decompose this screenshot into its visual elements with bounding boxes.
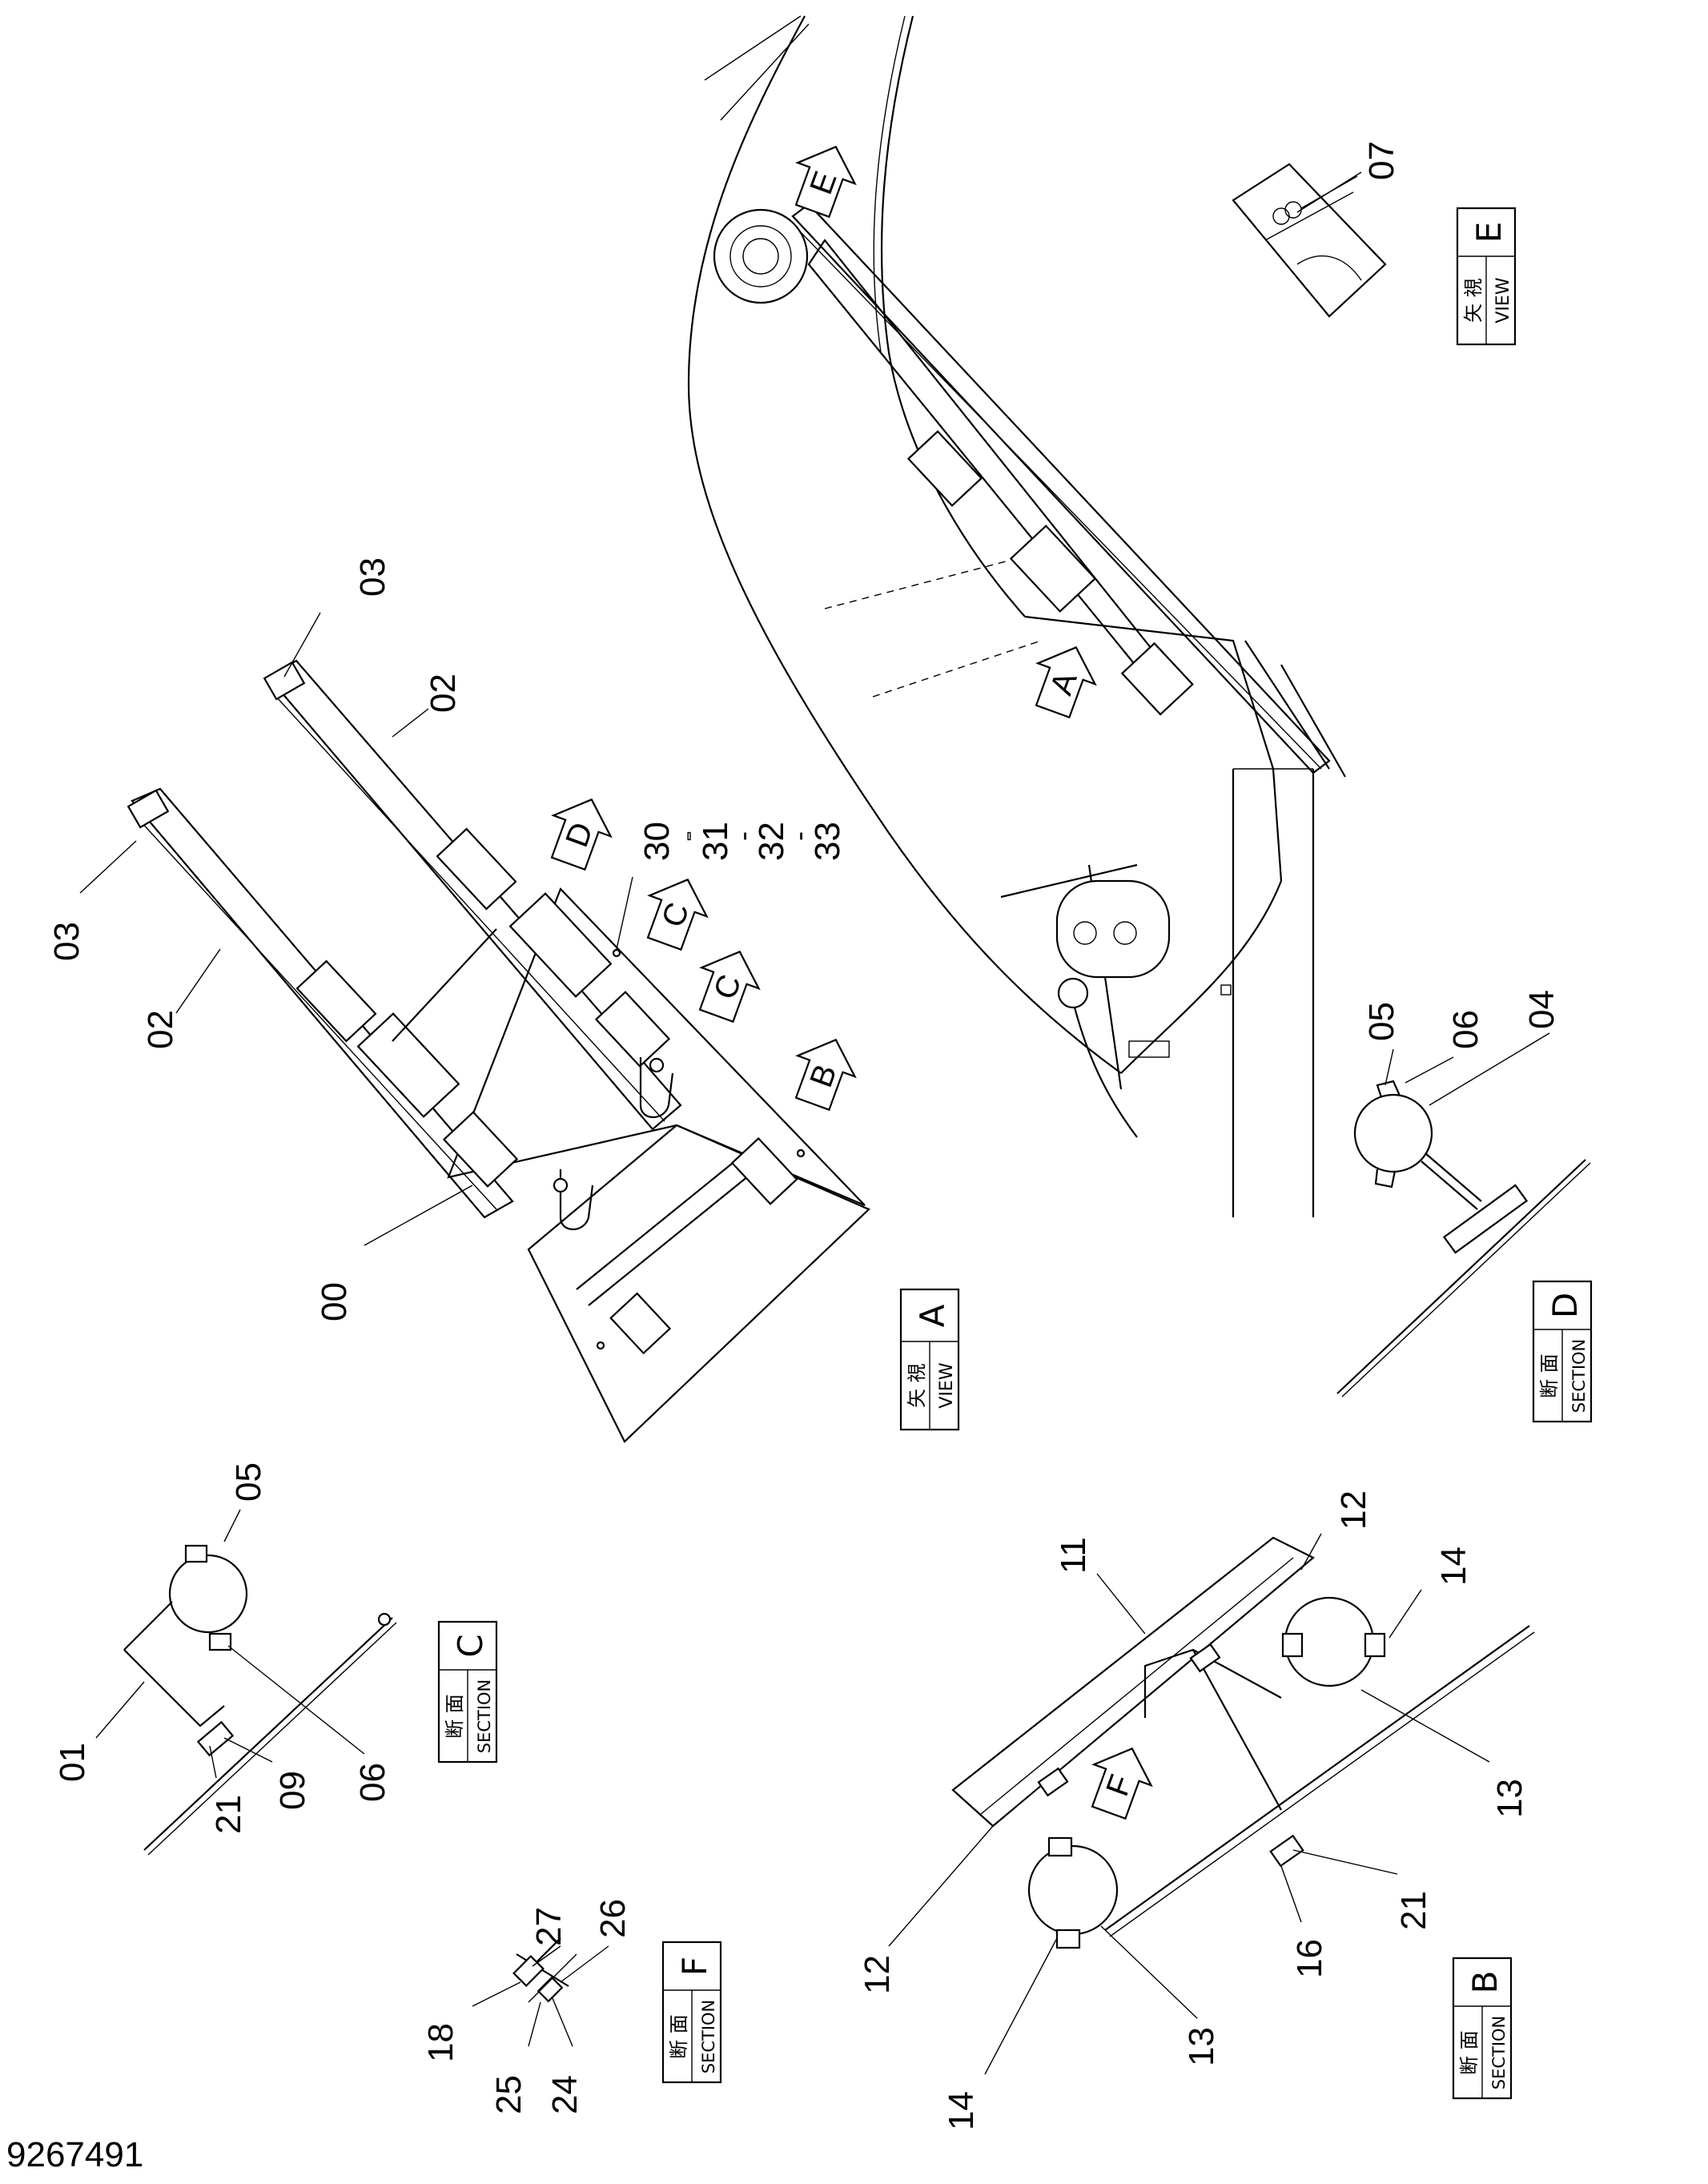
main-assembly (127, 659, 870, 1443)
svg-text:SECTION: SECTION (1569, 1339, 1589, 1414)
callout-32: 32 (752, 822, 791, 861)
view-arrow-f: F (1091, 1747, 1153, 1820)
view-arrow-d: D (550, 798, 613, 871)
callout-00: 00 (315, 1282, 354, 1321)
document-number: 9267491 (6, 2135, 144, 2174)
callout-b-13-left: 13 (1182, 2027, 1221, 2066)
callout-f-24: 24 (545, 2075, 585, 2114)
leader-lines (79, 175, 1550, 2075)
callout-b-16: 16 (1290, 1939, 1329, 1978)
svg-text:-: - (726, 831, 759, 841)
callout-b-12-left: 12 (858, 1955, 897, 1994)
svg-text:A: A (913, 1304, 952, 1327)
svg-text:矢 視: 矢 視 (906, 1363, 928, 1408)
svg-text:SECTION: SECTION (699, 2000, 718, 2074)
view-box-e: 矢 視 VIEW E (1456, 207, 1517, 346)
svg-text:VIEW: VIEW (937, 1362, 957, 1408)
svg-text:F: F (675, 1957, 714, 1976)
callout-f-26: 26 (593, 1899, 633, 1938)
callout-b-13-right: 13 (1490, 1779, 1529, 1818)
callout-f-27: 27 (529, 1907, 569, 1946)
callout-b-12-top: 12 (1334, 1490, 1373, 1530)
callout-d-04: 04 (1522, 990, 1561, 1029)
callout-labels: 00 02 02 03 03 30 31 32 33 - - - 07 05 0… (47, 141, 1561, 2130)
view-e-detail (1232, 163, 1387, 318)
callout-33: 33 (808, 822, 847, 861)
svg-text:-: - (782, 831, 815, 841)
section-box-b: 断 面 SECTION B (1452, 1957, 1513, 2100)
view-arrow-a: A (1035, 646, 1097, 719)
callout-f-25: 25 (489, 2075, 528, 2114)
svg-text:断 面: 断 面 (668, 2014, 690, 2059)
section-box-f: 断 面 SECTION F (661, 1941, 722, 2084)
callout-c-01: 01 (53, 1743, 92, 1782)
section-c-detail (123, 1544, 397, 1856)
callout-b-21: 21 (1394, 1891, 1433, 1930)
view-arrow-e: E (794, 145, 857, 219)
callout-b-11: 11 (1054, 1537, 1093, 1574)
callout-03-right: 03 (353, 557, 392, 597)
boom-outline (687, 15, 1315, 1217)
section-b-detail (951, 1536, 1535, 1949)
callout-b-14-left: 14 (942, 2091, 981, 2130)
callout-02-left: 02 (141, 1010, 180, 1049)
svg-text:E: E (1469, 222, 1509, 243)
section-box-d: 断 面 SECTION D (1532, 1280, 1593, 1423)
svg-text:-: - (670, 831, 703, 841)
section-f-detail (512, 1937, 577, 2003)
callout-02-right: 02 (424, 674, 463, 713)
view-arrow-b: B (794, 1038, 857, 1112)
callout-c-06: 06 (353, 1763, 392, 1802)
callout-03-left: 03 (47, 922, 86, 961)
view-arrow-c-2: C (698, 950, 761, 1024)
boom-cylinder (713, 203, 1346, 979)
svg-text:B: B (1465, 1971, 1505, 1994)
callout-c-21: 21 (209, 1795, 248, 1834)
callout-31: 31 (696, 822, 735, 861)
svg-text:矢 視: 矢 視 (1462, 278, 1485, 323)
callout-30: 30 (637, 822, 677, 861)
svg-text:C: C (451, 1634, 490, 1657)
svg-text:D: D (1545, 1293, 1585, 1318)
callout-f-18: 18 (421, 2023, 460, 2062)
svg-text:断 面: 断 面 (444, 1694, 466, 1739)
svg-text:断 面: 断 面 (1458, 2030, 1481, 2075)
view-arrow-c-1: C (646, 878, 709, 951)
callout-07: 07 (1362, 141, 1401, 180)
svg-text:断 面: 断 面 (1538, 1353, 1561, 1398)
callout-d-05: 05 (1362, 1002, 1401, 1041)
callout-c-05: 05 (229, 1462, 268, 1502)
callout-c-09: 09 (273, 1771, 312, 1810)
callout-d-06: 06 (1446, 1010, 1485, 1049)
svg-text:SECTION: SECTION (475, 1679, 494, 1754)
view-box-a: 矢 視 VIEW A (899, 1288, 960, 1431)
section-d-detail (1336, 1080, 1591, 1398)
callout-b-14-right: 14 (1434, 1546, 1473, 1586)
svg-text:SECTION: SECTION (1489, 2016, 1509, 2090)
section-box-c: 断 面 SECTION C (437, 1620, 498, 1764)
svg-text:VIEW: VIEW (1493, 277, 1513, 323)
